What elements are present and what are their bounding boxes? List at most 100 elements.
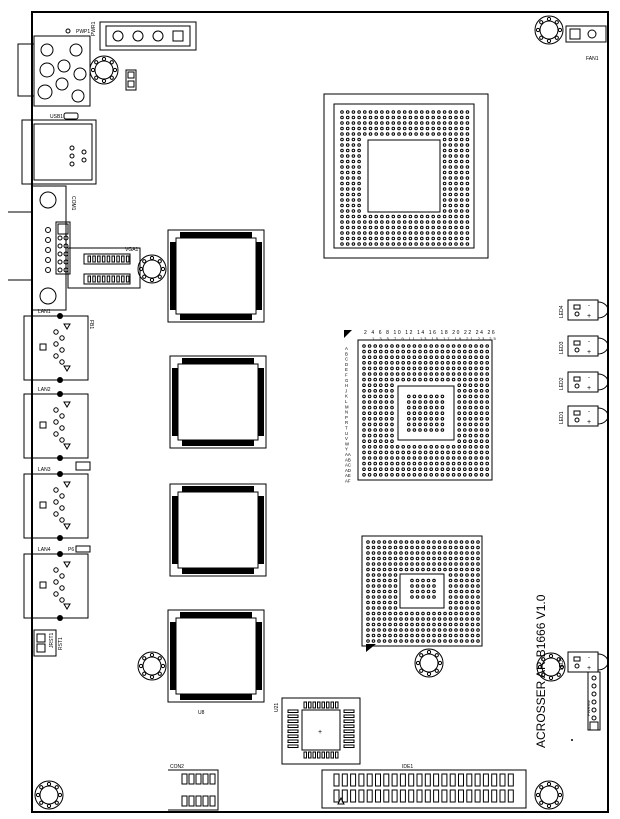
usb1-label: USB1 [50, 114, 63, 120]
bga-ball [399, 639, 403, 643]
cpu-pad [345, 203, 350, 208]
hole-via [541, 657, 546, 662]
cpu-pad [340, 176, 344, 180]
con2-pin [188, 773, 195, 785]
bga-ball [366, 617, 370, 621]
bga-ball [423, 355, 428, 360]
bga-ball [448, 606, 453, 610]
hole-via [546, 16, 552, 22]
bga-ball [454, 617, 458, 621]
bga-ball [371, 600, 376, 605]
bga-ball [435, 394, 439, 399]
lan-led [57, 471, 63, 477]
bga-ball [465, 606, 469, 610]
bga-ball [415, 639, 420, 643]
bga-ball [440, 473, 445, 477]
bga-ball [367, 473, 372, 477]
bga-ball [459, 584, 464, 588]
bga-ball [373, 473, 378, 477]
cpu-pad [345, 220, 350, 224]
bga-ball [407, 366, 411, 371]
cpu-pad [420, 225, 424, 230]
bga-ball [479, 411, 484, 416]
bga-ball [373, 461, 378, 466]
hole-via [546, 38, 552, 44]
bga-ball [401, 445, 406, 449]
ide-pin [408, 789, 415, 803]
bga-ball [470, 551, 475, 555]
cpu-pad [351, 132, 356, 136]
cpu-pad [414, 132, 418, 136]
bga-ball [459, 589, 464, 594]
vga-pin [92, 275, 96, 283]
cpu-pad [465, 225, 470, 230]
bga-ball [415, 633, 420, 638]
cpu-pad [374, 214, 379, 219]
bga-ball [454, 556, 458, 561]
cpu-pad [385, 236, 390, 241]
bga-ball [382, 545, 387, 550]
bga-ball [418, 372, 422, 376]
bga-ball [474, 445, 478, 449]
bga-col-labels-odd: 1 3 5 7 9 11 13 15 17 19 21 23 25 [372, 336, 498, 341]
hole-via [539, 800, 544, 805]
bga-ball [429, 377, 434, 382]
cpu-pad [459, 181, 464, 186]
cpu-pad [340, 231, 344, 235]
cpu-pad [351, 148, 356, 153]
bga-row-label: E [345, 367, 348, 372]
bga-ball [388, 639, 392, 643]
cpu-pad [459, 126, 464, 131]
p6-header [75, 545, 91, 553]
cpu-pad [454, 198, 458, 202]
bga-ball [399, 628, 403, 632]
bga-ball [468, 445, 473, 449]
cpu-pad [459, 225, 464, 230]
bga-ball [423, 405, 428, 410]
bga-ball [468, 344, 473, 348]
bga-ball [418, 445, 422, 449]
cpu-pad [465, 132, 470, 136]
cpu-pad [380, 132, 384, 136]
com-label: COM1 [70, 196, 76, 211]
hole-via [437, 660, 443, 666]
bga-ball [474, 422, 478, 427]
bga-ball [384, 461, 389, 466]
bga-ball [457, 445, 462, 449]
cpu-pad [448, 181, 453, 186]
jrst1-label: JRST1 [49, 633, 55, 649]
bga-ball [446, 361, 450, 365]
hole-via [142, 274, 147, 279]
hole-via [537, 664, 543, 670]
cpu-pad [442, 181, 447, 186]
rst1-label: RST1 [58, 637, 64, 650]
bga-ball [382, 611, 387, 616]
ide-pin [466, 789, 473, 803]
bga-ball [468, 383, 473, 388]
cpu-pad [448, 187, 453, 191]
bga-ball [395, 450, 400, 455]
cpu-pad [357, 126, 361, 131]
con2-pin [202, 773, 209, 785]
board-outline [31, 11, 609, 813]
bga-ball [410, 633, 414, 638]
bga-ball [418, 422, 422, 427]
cpu-pad [414, 115, 418, 120]
bga-ball [432, 595, 436, 599]
cpu-pad [465, 126, 470, 131]
cpu-pad [363, 242, 367, 246]
cpu-pad [420, 121, 424, 125]
header-pin [57, 251, 63, 257]
bga-ball [446, 456, 450, 460]
bga-ball [384, 456, 389, 460]
bga-ball [443, 556, 447, 561]
bga-ball [382, 639, 387, 643]
bga-ball [404, 617, 409, 621]
hole-via [157, 671, 162, 676]
hole-via [54, 800, 59, 805]
bga-ball [479, 439, 484, 444]
cpu-pad [340, 132, 344, 136]
bga-ball [366, 573, 370, 577]
bga-row-label: AD [345, 468, 351, 473]
cpu-pad [442, 192, 447, 197]
